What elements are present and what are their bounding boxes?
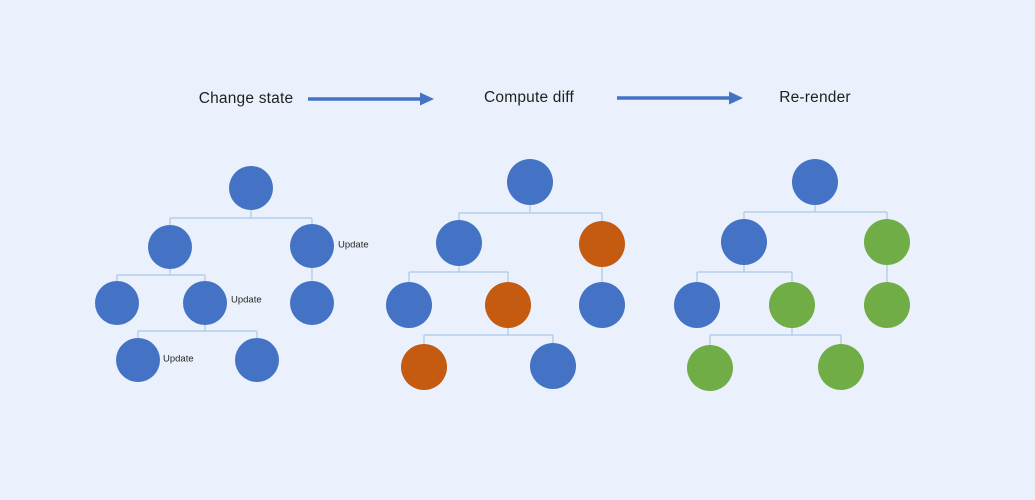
tree1-node-leaf-left <box>116 338 160 382</box>
tree3-node-child-left <box>721 219 767 265</box>
step-label-compute-diff: Compute diff <box>484 89 574 106</box>
tree3-node-leaf-right <box>818 344 864 390</box>
tree2-node-child-left <box>436 220 482 266</box>
tree2-node-root <box>507 159 553 205</box>
tree3-node-grandchild-left <box>674 282 720 328</box>
step-label-change-state: Change state <box>198 90 294 107</box>
update-label: Update <box>163 353 194 365</box>
tree1-node-grandchild-left <box>95 281 139 325</box>
tree2-node-leaf-right <box>530 343 576 389</box>
tree2-node-grandchild-right <box>579 282 625 328</box>
tree2-node-child-right <box>579 221 625 267</box>
update-label: Update <box>338 239 369 251</box>
tree1-node-grandchild-middle <box>183 281 227 325</box>
tree2-node-grandchild-middle <box>485 282 531 328</box>
tree3-node-grandchild-right <box>864 282 910 328</box>
update-label: Update <box>231 294 262 306</box>
tree3-node-child-right <box>864 219 910 265</box>
tree1-node-child-left <box>148 225 192 269</box>
arrow-icon <box>617 91 743 105</box>
step-label-re-render: Re-render <box>779 89 851 106</box>
tree1-node-child-right <box>290 224 334 268</box>
tree3-node-root <box>792 159 838 205</box>
tree1-node-grandchild-right <box>290 281 334 325</box>
tree3-node-leaf-left <box>687 345 733 391</box>
tree2-node-grandchild-left <box>386 282 432 328</box>
arrow-icon <box>308 92 434 106</box>
tree2-node-leaf-left <box>401 344 447 390</box>
tree1-node-leaf-right <box>235 338 279 382</box>
tree3-node-grandchild-middle <box>769 282 815 328</box>
tree1-node-root <box>229 166 273 210</box>
